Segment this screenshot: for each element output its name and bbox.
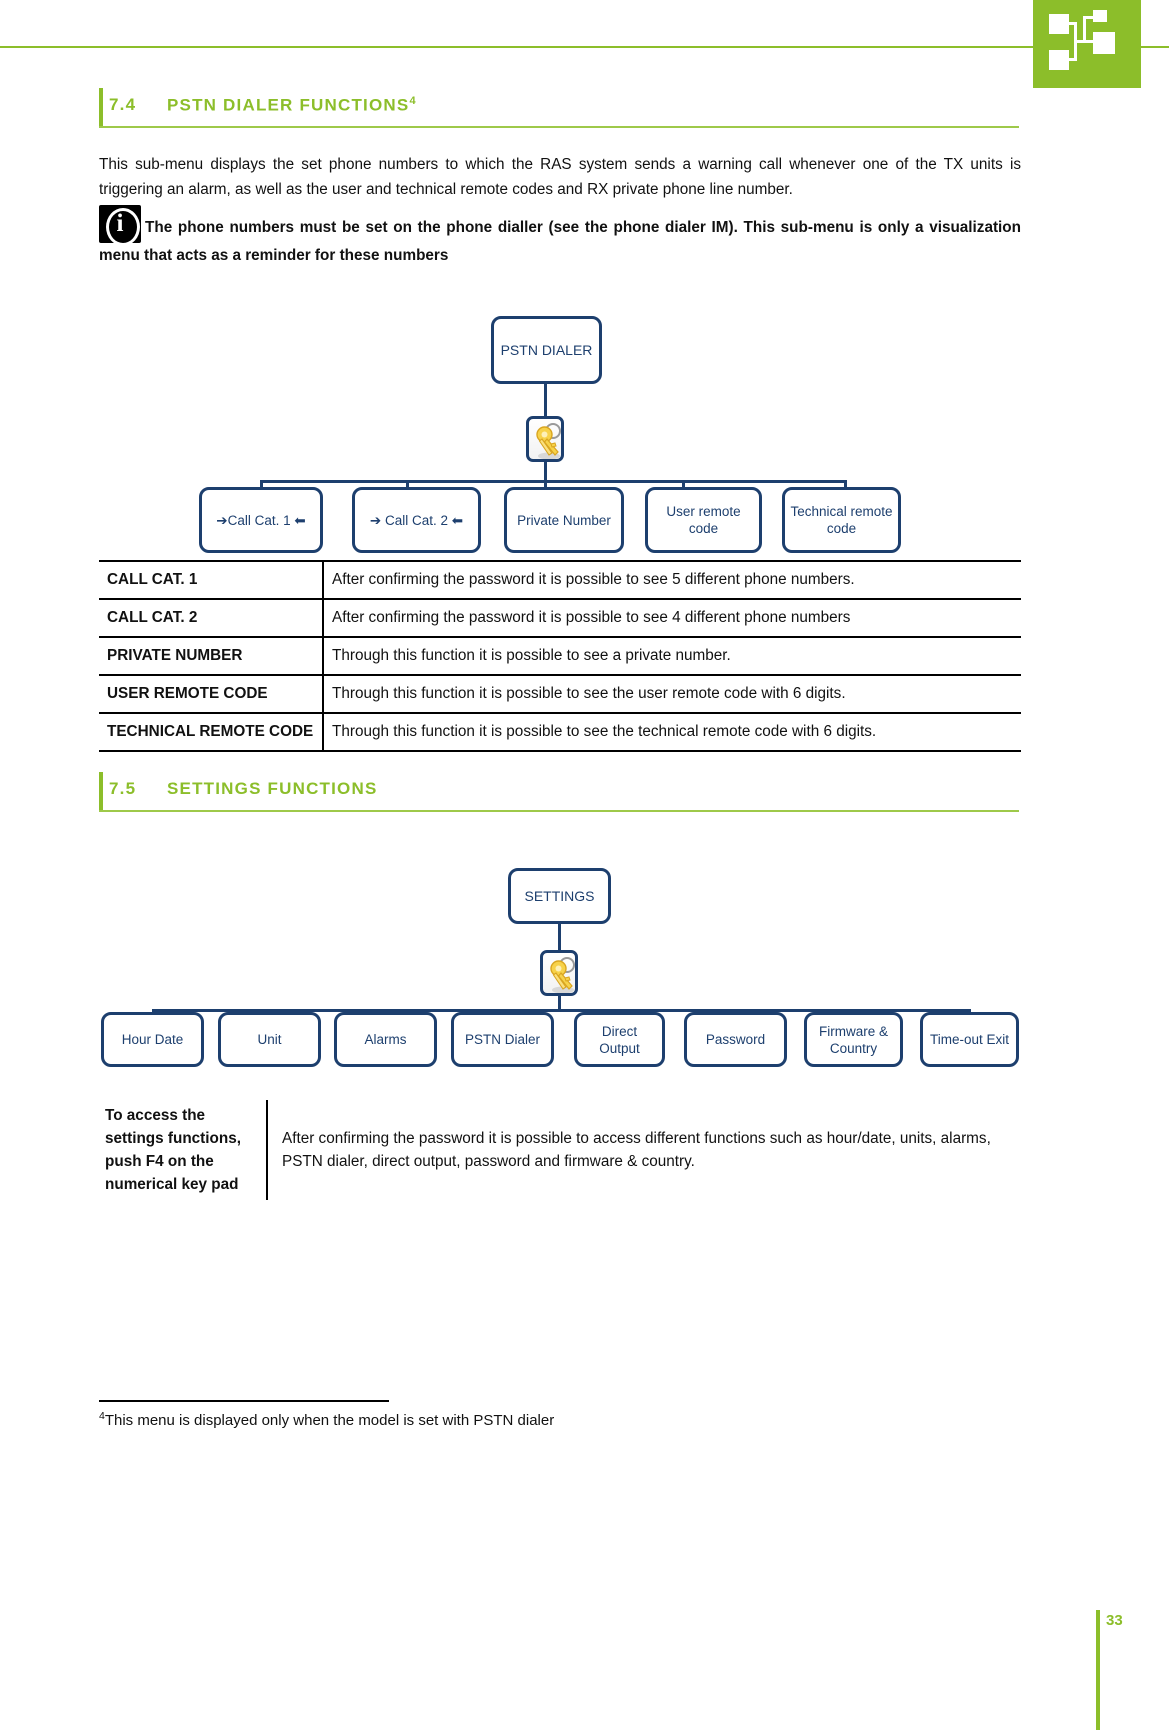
table-cell-value: Through this function it is possible to … <box>323 636 1021 675</box>
intro-paragraph: This sub-menu displays the set phone num… <box>99 156 1021 198</box>
info-icon <box>99 205 141 246</box>
settings-note-label: To access the settings functions, push F… <box>105 1107 241 1193</box>
table-cell-key: PRIVATE NUMBER <box>99 636 324 675</box>
table-cell-key: CALL CAT. 2 <box>99 598 324 637</box>
table-row: CALL CAT. 2 After confirming the passwor… <box>99 598 1021 637</box>
footnote-text: This menu is displayed only when the mod… <box>104 1412 555 1429</box>
settings-note-table: To access the settings functions, push F… <box>99 1100 1009 1200</box>
settings-connector-bus <box>152 1009 970 1012</box>
settings-node-pstn-dialer[interactable]: PSTN Dialer <box>451 1012 554 1067</box>
heading-underline <box>99 126 1019 128</box>
table-row: TECHNICAL REMOTE CODE Through this funct… <box>99 712 1021 752</box>
settings-connector-key-to-bus <box>558 996 561 1010</box>
heading-underline <box>99 810 1019 812</box>
settings-node-hour-date[interactable]: Hour Date <box>101 1012 204 1067</box>
settings-connector-root-to-key <box>558 924 561 950</box>
intro-note: The phone numbers must be set on the pho… <box>99 205 1021 268</box>
heading-accent-bar <box>99 772 103 810</box>
footnote: 4This menu is displayed only when the mo… <box>99 1410 999 1429</box>
settings-node-alarms[interactable]: Alarms <box>334 1012 437 1067</box>
footer-accent-bar <box>1096 1610 1100 1730</box>
section-title: SETTINGS FUNCTIONS <box>167 779 378 798</box>
table-cell-value: After confirming the password it is poss… <box>323 560 1021 599</box>
settings-node-timeout-exit[interactable]: Time-out Exit <box>920 1012 1019 1067</box>
table-row: To access the settings functions, push F… <box>99 1100 1009 1200</box>
footnote-separator <box>99 1400 389 1402</box>
table-cell-value: Through this function it is possible to … <box>323 712 1021 752</box>
section-title-text: PSTN DIALER FUNCTIONS <box>167 95 410 115</box>
connector-bus <box>260 480 844 483</box>
section-heading-7-5: 7.5 SETTINGS FUNCTIONS <box>99 772 1019 812</box>
table-cell-key: USER REMOTE CODE <box>99 674 324 713</box>
intro-note-text: The phone numbers must be set on the pho… <box>99 219 1021 264</box>
diagram-node-call-cat-1[interactable]: ➔Call Cat. 1 ⬅ <box>199 487 323 553</box>
connector-root-to-key <box>544 384 547 416</box>
table-cell-key: CALL CAT. 1 <box>99 560 324 599</box>
section-footnote-marker: 4 <box>409 95 417 107</box>
section-number: 7.4 <box>109 95 137 114</box>
diagram-node-private-number[interactable]: Private Number <box>504 487 624 553</box>
diagram-node-user-remote-code[interactable]: User remote code <box>645 487 762 553</box>
diagram-node-root[interactable]: PSTN DIALER <box>491 316 602 384</box>
footnote-marker: 4 <box>99 1410 105 1422</box>
table-cell-value: Through this function it is possible to … <box>323 674 1021 713</box>
settings-node-firmware-country[interactable]: Firmware & Country <box>804 1012 903 1067</box>
table-row: USER REMOTE CODE Through this function i… <box>99 674 1021 713</box>
table-row: CALL CAT. 1 After confirming the passwor… <box>99 560 1021 599</box>
settings-note-value: After confirming the password it is poss… <box>266 1100 1009 1200</box>
section-number: 7.5 <box>109 779 137 798</box>
company-logo <box>1033 0 1141 88</box>
heading-accent-bar <box>99 88 103 126</box>
table-row: PRIVATE NUMBER Through this function it … <box>99 636 1021 675</box>
section-heading-7-4: 7.4 PSTN DIALER FUNCTIONS4 <box>99 88 1019 128</box>
table-cell-key: TECHNICAL REMOTE CODE <box>99 712 324 752</box>
settings-node-password[interactable]: Password <box>684 1012 787 1067</box>
section-title: PSTN DIALER FUNCTIONS4 <box>167 95 417 116</box>
settings-node-root[interactable]: SETTINGS <box>508 868 611 924</box>
settings-node-unit[interactable]: Unit <box>218 1012 321 1067</box>
page-number: 33 <box>1106 1612 1123 1629</box>
header-rule <box>0 46 1169 48</box>
diagram-node-technical-remote-code[interactable]: Technical remote code <box>782 487 901 553</box>
pstn-description-table: CALL CAT. 1 After confirming the passwor… <box>99 560 1021 752</box>
connector-key-to-bus <box>544 462 547 482</box>
diagram-node-call-cat-2[interactable]: ➔ Call Cat. 2 ⬅ <box>352 487 481 553</box>
table-cell-value: After confirming the password it is poss… <box>323 598 1021 637</box>
key-icon <box>540 950 578 996</box>
settings-node-direct-output[interactable]: Direct Output <box>574 1012 665 1067</box>
key-icon <box>526 416 564 462</box>
